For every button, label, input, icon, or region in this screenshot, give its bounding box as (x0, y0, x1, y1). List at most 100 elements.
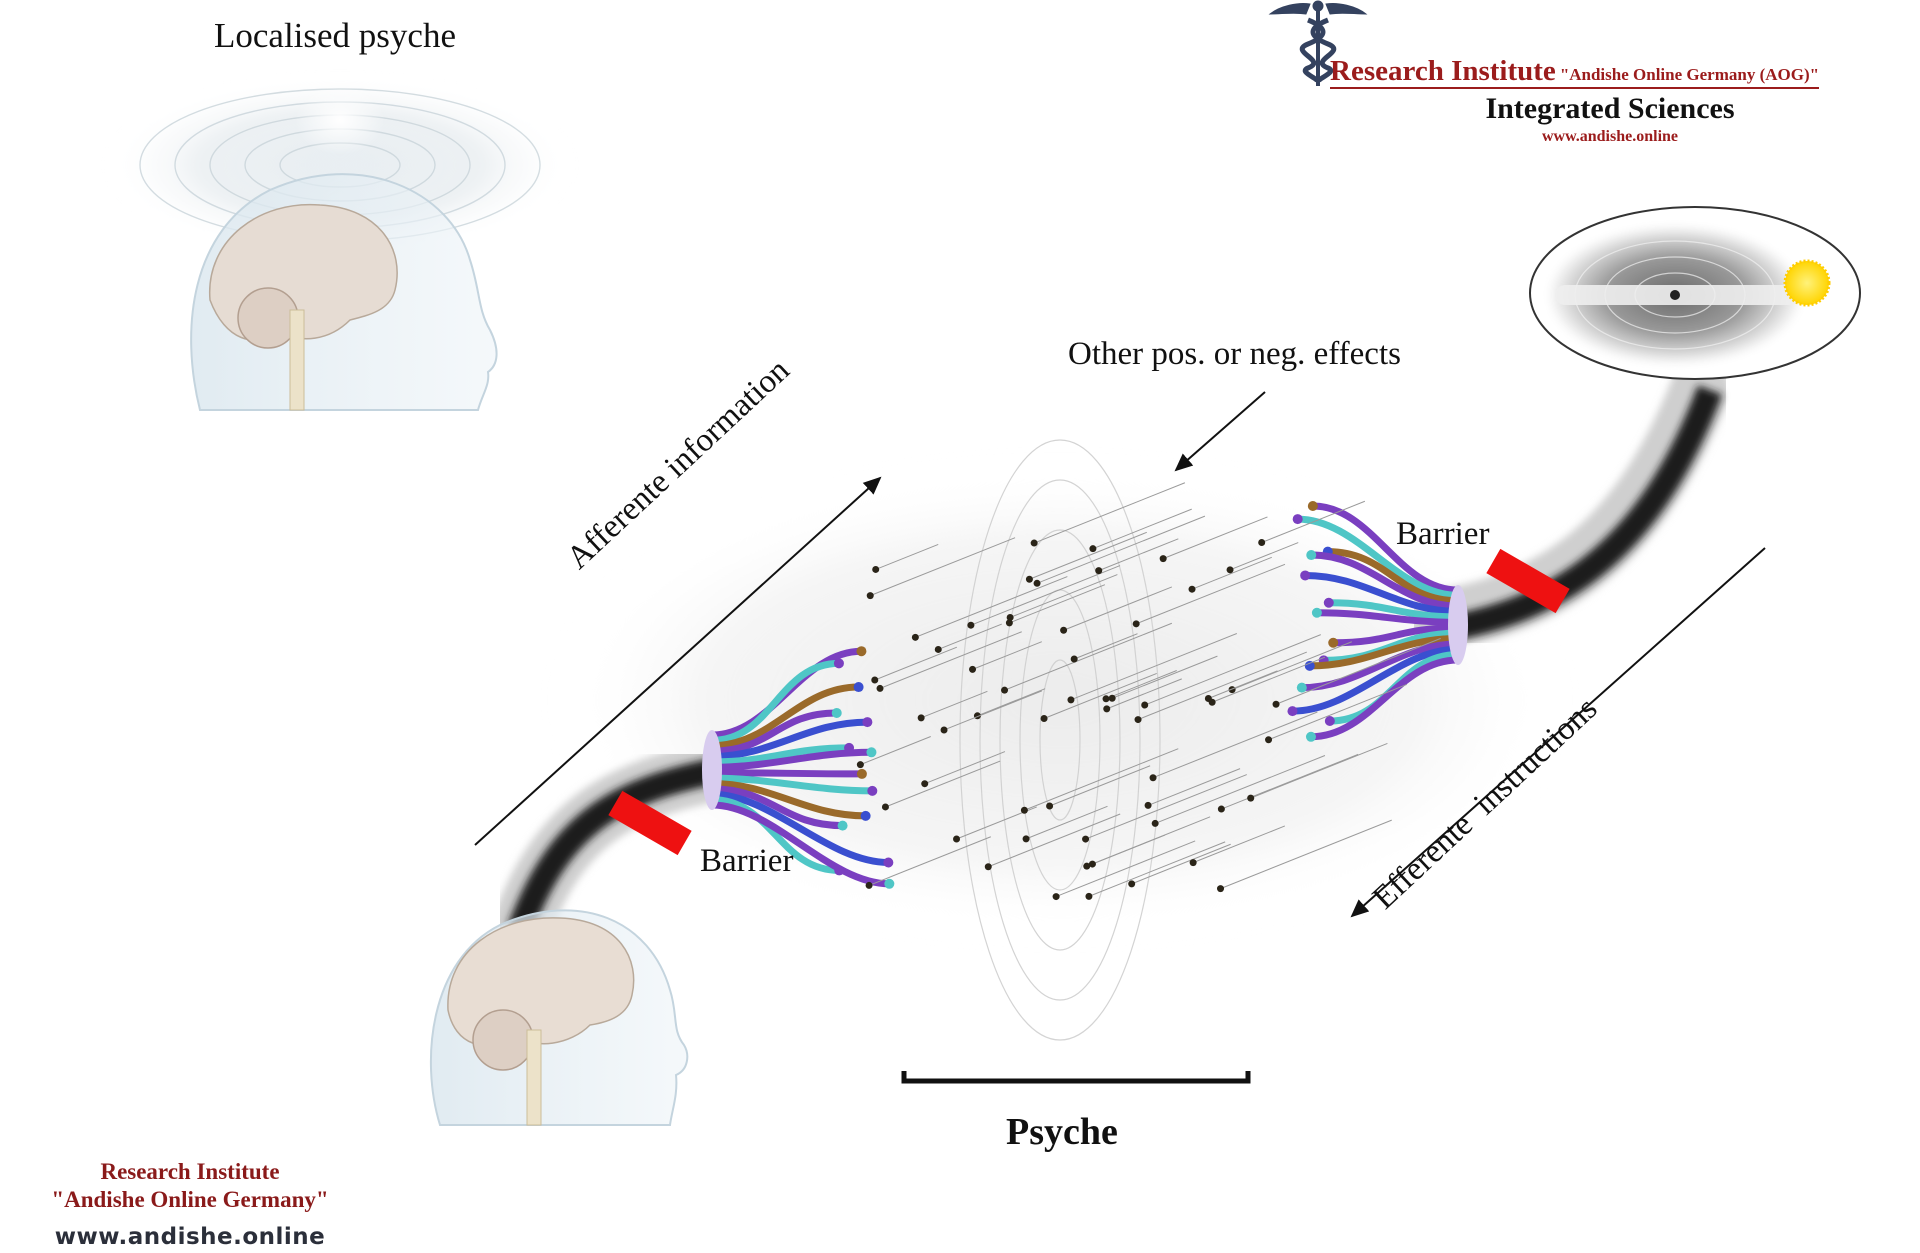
psyche-thread (1147, 768, 1241, 806)
psyche-node (1020, 806, 1028, 814)
psyche-thread (1043, 672, 1157, 719)
other-effects-label: Other pos. or neg. effects (1068, 336, 1401, 372)
psyche-node (1128, 880, 1136, 888)
fiber-end (831, 707, 842, 718)
right-tube-core (1437, 385, 1723, 643)
fiber-strand (708, 748, 875, 771)
fiber-strand (1324, 548, 1462, 605)
psyche-thread (970, 565, 1121, 626)
psyche-node (1083, 862, 1091, 870)
brain-stem (289, 309, 305, 411)
psyche-thread (875, 543, 939, 570)
psyche-node (1217, 885, 1225, 893)
psyche-thread (1004, 622, 1173, 691)
psyche-label: Psyche (1006, 1111, 1118, 1153)
fiber-end (867, 785, 878, 796)
psyche-node (856, 761, 864, 769)
fiber-end (866, 747, 877, 758)
psyche-thread (1033, 482, 1186, 544)
barrier-right-label: Barrier (1396, 516, 1490, 552)
psyche-node (1189, 859, 1197, 867)
institute-full-name: "Andishe Online Germany (AOG)" (1559, 65, 1820, 84)
psyche-node (1204, 694, 1212, 702)
psyche-thread (1009, 584, 1106, 624)
footer-website-link[interactable]: www.andishe.online (54, 1224, 326, 1250)
fiber-end (1306, 550, 1317, 561)
fiber-end (856, 646, 867, 657)
fiber-end (1307, 501, 1318, 512)
other-effects-arrow (1174, 391, 1266, 472)
psyche-node (1070, 655, 1078, 663)
fiber-strand (708, 718, 871, 761)
fiber-strand (1313, 609, 1462, 626)
psyche-thread (938, 623, 1002, 650)
psyche-node (953, 835, 961, 843)
psyche-thread (1088, 841, 1226, 897)
bundle-cap (702, 730, 722, 810)
fiber-end (837, 820, 848, 831)
psyche-thread (1211, 656, 1326, 703)
psyche-thread (1250, 742, 1388, 799)
barrier-left-label: Barrier (700, 843, 794, 879)
lower-head-illustration (429, 909, 689, 1126)
institute-header: Research Institute "Andishe Online Germa… (1270, 0, 1910, 160)
psyche-node (1149, 774, 1157, 782)
psyche-node (1141, 701, 1149, 709)
psyche-thread (977, 688, 1046, 717)
fiber-end (1328, 637, 1339, 648)
psyche-node (1247, 794, 1255, 802)
fiber-end (1292, 514, 1303, 525)
psyche-node (1217, 805, 1225, 813)
institute-label: Research Institute (1330, 55, 1556, 87)
fiber-strand (708, 774, 876, 795)
lower-cerebellum (472, 1009, 534, 1071)
fiber-strand (708, 790, 892, 866)
psyche-cloud (560, 470, 1560, 930)
fiber-end (1323, 597, 1334, 608)
psyche-thread (870, 537, 1016, 597)
footer-institute-name: "Andishe Online Germany" (51, 1187, 329, 1212)
psyche-thread (885, 760, 1001, 808)
psyche-field-lines (959, 439, 1161, 1041)
fiber-end (884, 878, 895, 889)
psyche-node (865, 881, 873, 889)
psyche-thread (1231, 641, 1353, 691)
psyche-node (1067, 696, 1075, 704)
psyche-node (881, 803, 889, 811)
psyche-thread (860, 736, 931, 766)
fiber-end (883, 857, 894, 868)
psyche-node (1103, 705, 1111, 713)
psyche-node (1001, 686, 1009, 694)
fiber-end (1311, 607, 1322, 618)
psyche-thread (1208, 670, 1278, 699)
psyche-node (940, 726, 948, 734)
psyche-thread (1055, 840, 1196, 898)
psyche-thread (1029, 531, 1147, 580)
psyche-thread (1036, 515, 1206, 584)
psyche-node (1033, 579, 1041, 587)
fiber-end (1300, 570, 1311, 581)
fiber-strand (708, 744, 853, 766)
psyche-thread (988, 813, 1121, 868)
psyche-node (1258, 539, 1266, 547)
psyche-node (934, 645, 942, 653)
psyche-thread (1024, 748, 1179, 811)
institute-name-line[interactable]: Research Institute "Andishe Online Germa… (1330, 55, 1820, 90)
psyche-node (921, 780, 929, 788)
psyche-node (969, 665, 977, 673)
psyche-node (1151, 819, 1159, 827)
psyche-thread (1085, 774, 1247, 840)
psyche-thread (1261, 500, 1366, 543)
psyche-node (1025, 575, 1033, 583)
psyche-thread (943, 690, 1043, 731)
psyche-node (1082, 835, 1090, 843)
fiber-end (1296, 682, 1307, 693)
header-website-link[interactable]: www.andishe.online (1541, 128, 1679, 145)
psyche-thread (1049, 765, 1151, 807)
psyche-thread (1220, 819, 1392, 890)
fiber-strand (708, 785, 847, 830)
psyche-node (1132, 620, 1140, 628)
halo-center-glow (295, 85, 385, 155)
fiber-end (856, 768, 867, 779)
